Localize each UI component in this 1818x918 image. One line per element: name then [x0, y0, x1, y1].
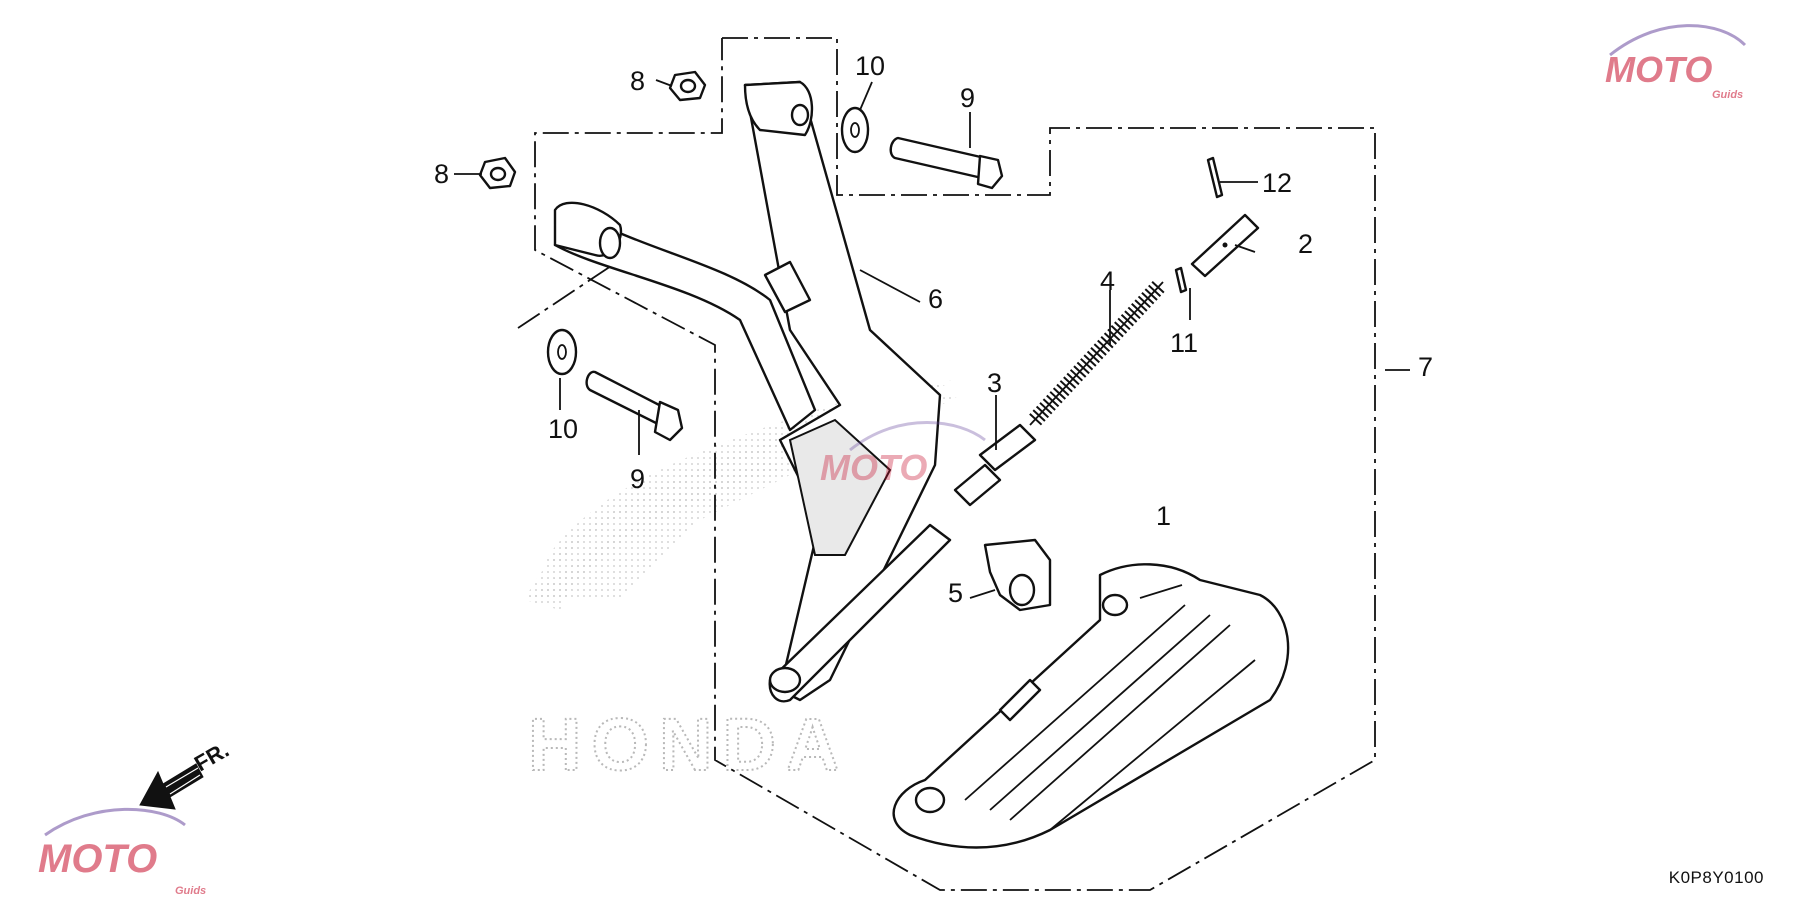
leader-lines	[454, 79, 1410, 599]
flange-nut-left	[478, 156, 517, 190]
bolt-upper	[889, 136, 1004, 190]
rubber-stopper	[983, 538, 1052, 612]
washer-upper	[840, 106, 870, 154]
return-spring	[1029, 279, 1166, 426]
moto-logo-center: MOTO	[820, 421, 986, 488]
moto-logo-text-center: MOTO	[820, 447, 927, 488]
callout-8-left: 8	[434, 159, 449, 189]
callout-4: 4	[1100, 266, 1115, 296]
callout-9-upper: 9	[960, 83, 975, 113]
callout-5: 5	[948, 578, 963, 608]
callout-9-lower: 9	[630, 464, 645, 494]
moto-logo-text-bottom: MOTO	[38, 837, 157, 881]
stand-arm	[553, 80, 952, 703]
callout-10-upper: 10	[855, 51, 885, 81]
moto-logo-subtext-bottom: Guids	[175, 885, 206, 897]
callout-7: 7	[1418, 352, 1433, 382]
callout-10-lower: 10	[548, 414, 578, 444]
front-direction-arrow: FR.	[139, 737, 233, 810]
cotter-pin-12	[1206, 156, 1224, 199]
honda-watermark-text: HONDA	[528, 703, 849, 786]
floorboard	[892, 563, 1290, 849]
diagram-code: K0P8Y0100	[1668, 868, 1764, 887]
lock-pin	[1190, 213, 1260, 278]
callout-6: 6	[928, 284, 943, 314]
callout-8-upper: 8	[630, 66, 645, 96]
moto-logo-bottom-left: MOTO Guids	[38, 807, 206, 897]
bolt-lower	[585, 370, 684, 442]
callout-12: 12	[1262, 168, 1292, 198]
washer-lower	[546, 328, 578, 376]
callout-11: 11	[1170, 328, 1198, 358]
moto-logo-subtext: Guids	[1712, 89, 1743, 101]
callout-3: 3	[987, 368, 1002, 398]
callout-numbers: 1 2 3 4 5 6 7 8 8 9 9 10 10 11 12	[434, 51, 1433, 608]
pin-11	[1174, 266, 1188, 294]
moto-logo-top-right: MOTO Guids	[1605, 24, 1747, 101]
callout-1: 1	[1156, 501, 1171, 531]
callout-2: 2	[1298, 229, 1313, 259]
moto-logo-text: MOTO	[1605, 49, 1712, 90]
pivot-pin	[953, 423, 1037, 507]
flange-nut-upper	[668, 70, 707, 102]
